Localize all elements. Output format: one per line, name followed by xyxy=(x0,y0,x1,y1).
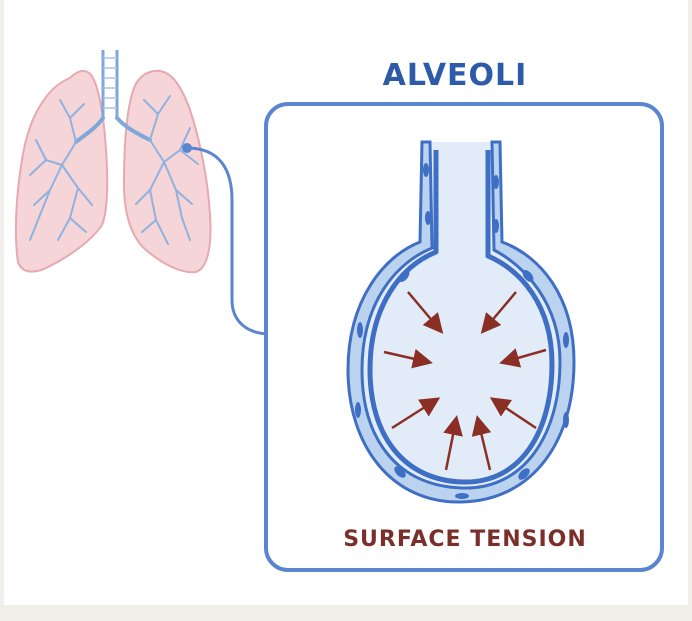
lungs-icon xyxy=(16,50,211,272)
diagram-caption: SURFACE TENSION xyxy=(330,527,600,552)
diagram-title: ALVEOLI xyxy=(340,58,570,93)
connector-dot xyxy=(182,143,192,153)
